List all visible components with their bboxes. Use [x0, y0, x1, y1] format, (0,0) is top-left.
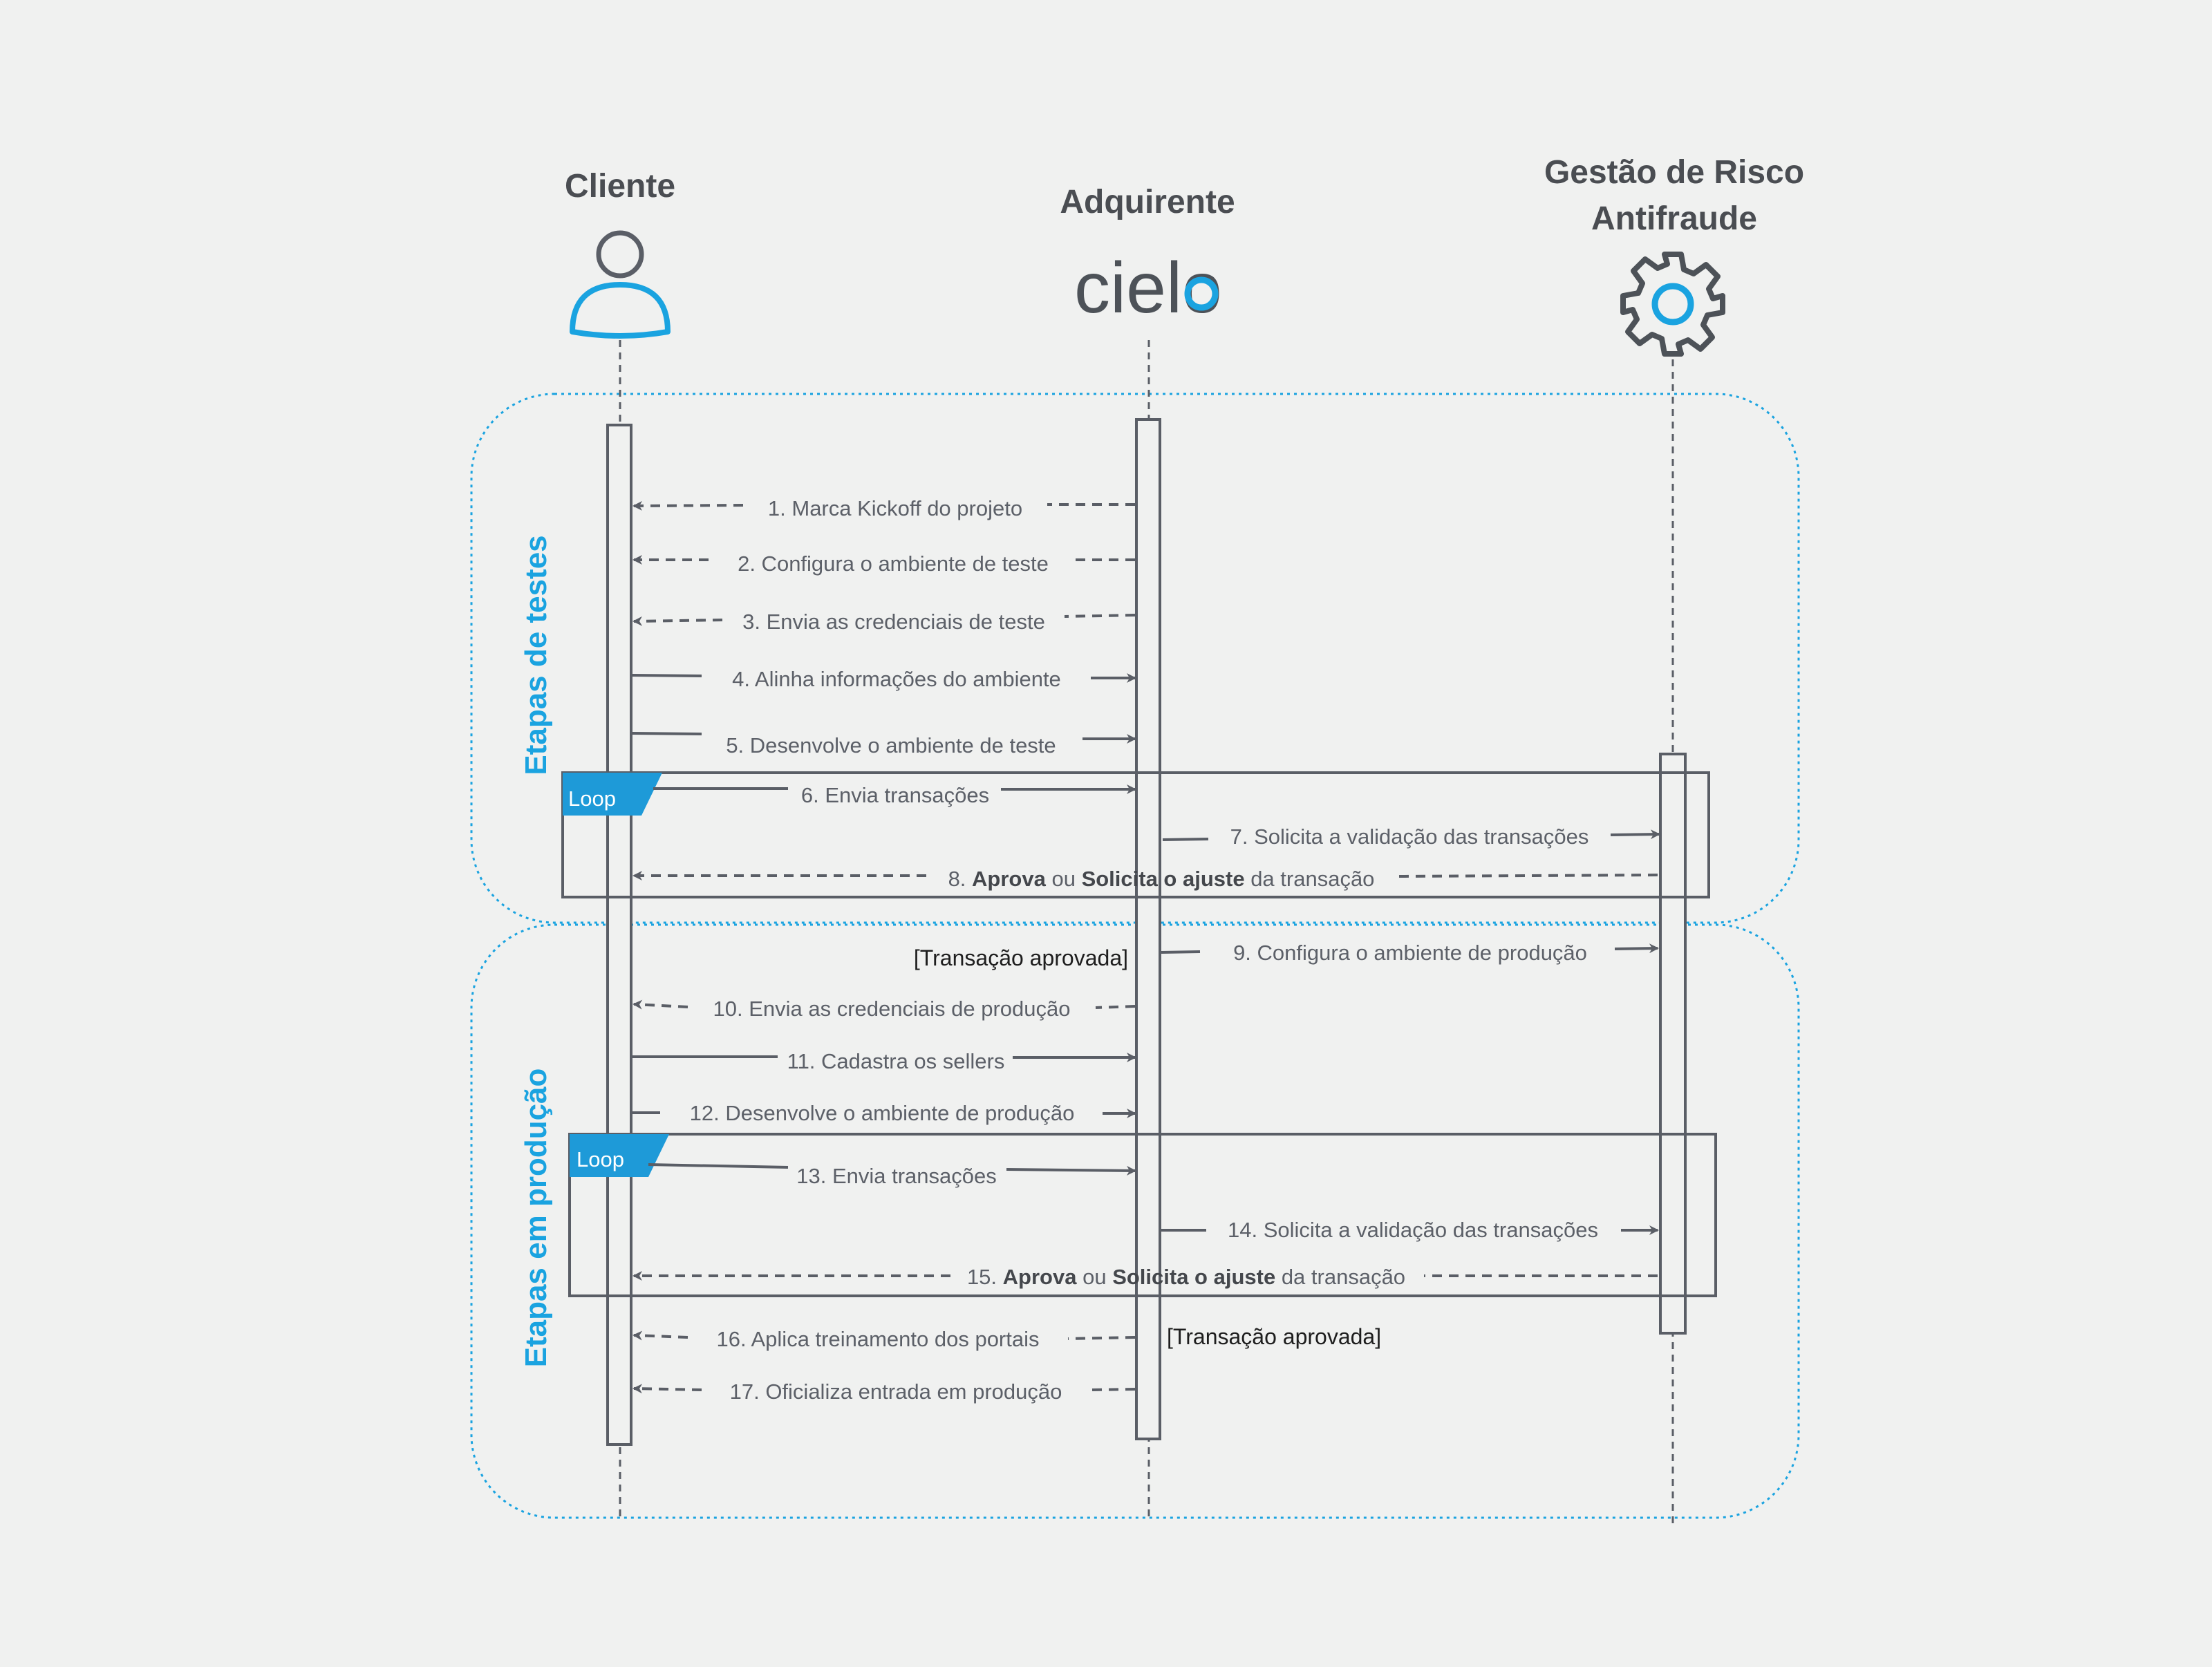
message-14: 14. Solicita a validação das transações: [1161, 1218, 1659, 1242]
message-14-label: 14. Solicita a validação das transações: [1228, 1218, 1598, 1242]
message-2-label: 2. Configura o ambiente de teste: [738, 552, 1049, 576]
message-6: 6. Envia transações: [653, 783, 1136, 807]
message-5-label: 5. Desenvolve o ambiente de teste: [726, 733, 1056, 757]
svg-text:cielo: cielo: [1074, 248, 1222, 328]
activation-adquirente: [1135, 418, 1161, 1440]
message-3: 3. Envia as credenciais de teste: [632, 610, 1136, 634]
message-12: 12. Desenvolve o ambiente de produção: [632, 1101, 1136, 1125]
message-4-label: 4. Alinha informações do ambiente: [732, 667, 1061, 691]
guard-transacao-aprovada-2: [Transação aprovada]: [1167, 1324, 1381, 1349]
actor-cliente-title: Cliente: [565, 168, 675, 205]
message-2: 2. Configura o ambiente de teste: [632, 552, 1135, 576]
activation-gestao: [1659, 753, 1687, 1335]
message-1: 1. Marca Kickoff do projeto: [632, 496, 1135, 520]
message-4: 4. Alinha informações do ambiente: [632, 667, 1136, 691]
loop-frame-1: [561, 771, 1710, 898]
message-9: 9. Configura o ambiente de produção: [1161, 941, 1659, 965]
message-11-label: 11. Cadastra os sellers: [787, 1049, 1005, 1073]
phase-label-testes: Etapas de testes: [519, 535, 553, 775]
message-10: 10. Envia as credenciais de produção: [632, 997, 1136, 1021]
message-1-label: 1. Marca Kickoff do projeto: [768, 496, 1022, 520]
actor-gestao-title-line2: Antifraude: [1591, 200, 1757, 237]
message-16-label: 16. Aplica treinamento dos portais: [717, 1327, 1040, 1351]
message-11: 11. Cadastra os sellers: [632, 1049, 1136, 1073]
loop-label-2: Loop: [577, 1147, 624, 1171]
message-12-label: 12. Desenvolve o ambiente de produção: [690, 1101, 1075, 1125]
message-6-label: 6. Envia transações: [801, 783, 989, 807]
loop-tag-2: [570, 1134, 669, 1177]
message-8-label: 8. Aprova ou Solicita o ajuste da transa…: [948, 867, 1375, 891]
message-3-label: 3. Envia as credenciais de teste: [742, 610, 1045, 634]
message-7-label: 7. Solicita a validação das transações: [1230, 825, 1589, 849]
message-5: 5. Desenvolve o ambiente de teste: [632, 732, 1136, 757]
loop-tag-1: [563, 773, 662, 816]
message-15-label: 15. Aprova ou Solicita o ajuste da trans…: [967, 1265, 1405, 1289]
message-17-label: 17. Oficializa entrada em produção: [730, 1379, 1062, 1404]
actor-adquirente-title: Adquirente: [1060, 184, 1235, 220]
message-9-label: 9. Configura o ambiente de produção: [1233, 941, 1587, 965]
message-8: 8. Aprova ou Solicita o ajuste da transa…: [632, 867, 1658, 891]
message-13: 13. Envia transações: [648, 1163, 1136, 1188]
loop-frame-2: [568, 1133, 1717, 1297]
cielo-logo: cielo: [1074, 248, 1222, 328]
message-13-label: 13. Envia transações: [796, 1164, 997, 1188]
message-16: 16. Aplica treinamento dos portais: [632, 1327, 1136, 1351]
message-15: 15. Aprova ou Solicita o ajuste da trans…: [632, 1265, 1658, 1289]
message-10-label: 10. Envia as credenciais de produção: [713, 997, 1071, 1021]
activation-cliente: [606, 424, 632, 1446]
loop-label-1: Loop: [568, 787, 616, 811]
gear-icon: [1620, 252, 1725, 357]
message-17: 17. Oficializa entrada em produção: [632, 1379, 1136, 1404]
actor-gestao-title-line1: Gestão de Risco: [1544, 154, 1804, 191]
guard-transacao-aprovada-1: [Transação aprovada]: [914, 945, 1128, 970]
user-icon: [570, 230, 671, 339]
phase-label-producao: Etapas em produção: [519, 1068, 553, 1368]
message-7: 7. Solicita a validação das transações: [1162, 825, 1660, 849]
